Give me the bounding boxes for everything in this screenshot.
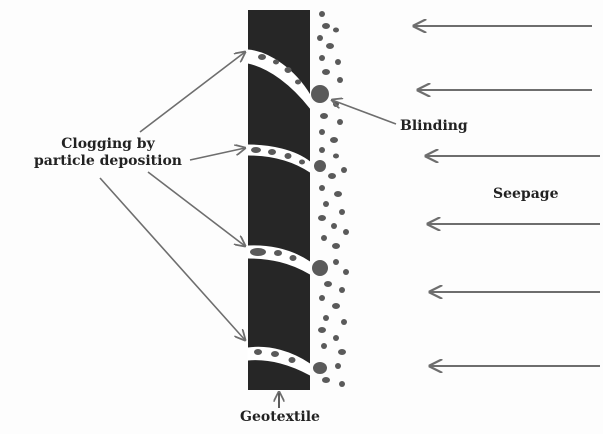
blinding-pointer: [332, 100, 397, 125]
clog-pointer-3: [147, 171, 245, 246]
channel-4: [247, 346, 311, 376]
clogging-label-line2: particle deposition: [34, 153, 182, 169]
clogging-label: Clogging by particle deposition: [34, 136, 182, 170]
clog-pointer-1: [139, 52, 245, 133]
clogging-label-line1: Clogging by: [61, 136, 155, 152]
clog-pointer-4: [99, 177, 245, 340]
clog-pointer-2: [189, 148, 245, 161]
clogging-pointers: [99, 52, 245, 340]
blinding-label: Blinding: [400, 118, 468, 134]
seepage-label: Seepage: [493, 186, 559, 202]
channel-1: [247, 49, 311, 110]
geotextile-label: Geotextile: [240, 409, 320, 425]
seepage-arrows: [414, 26, 600, 366]
soil-particles: [311, 11, 349, 387]
deposited-particles: [250, 54, 305, 363]
channel-2: [247, 144, 311, 173]
